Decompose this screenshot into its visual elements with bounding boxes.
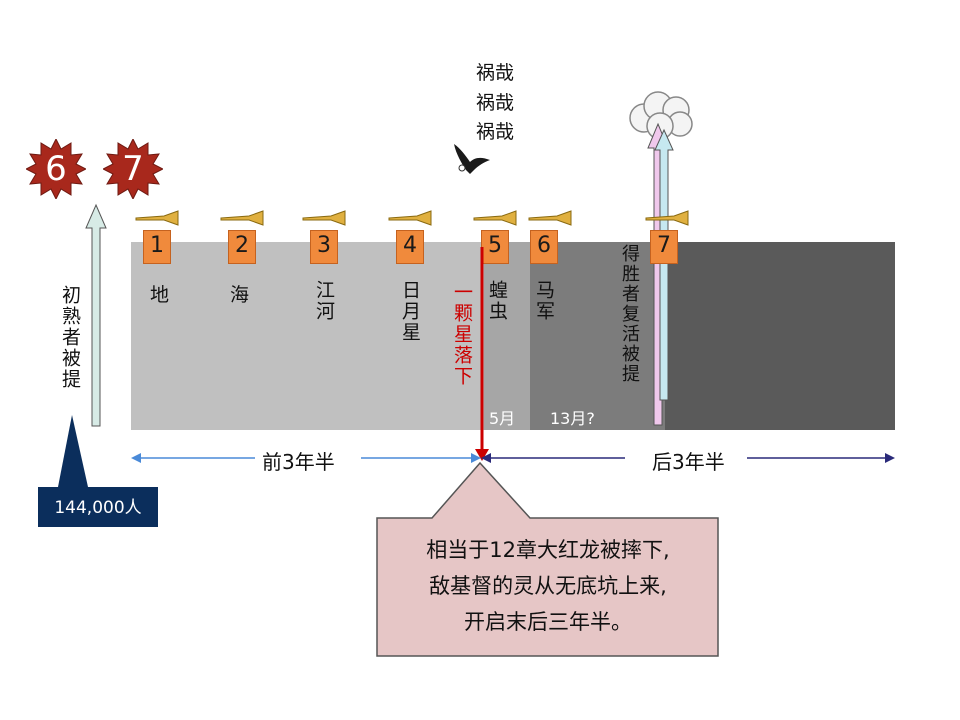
trumpet-icon-5 [473, 210, 517, 226]
band-seventh-trumpet [665, 242, 895, 430]
trumpet-icon-6 [528, 210, 572, 226]
woe-line-2: 祸哉 [476, 92, 515, 114]
sixth-duration: 13月? [550, 409, 595, 428]
trumpet-3-subject: 江河 [313, 280, 335, 322]
band-fifth-trumpet [484, 242, 530, 430]
woe-line-3: 祸哉 [476, 121, 515, 143]
trumpet-7-number: 7 [650, 230, 678, 264]
trumpet-5-subject: 蝗虫 [486, 280, 508, 322]
rapture-arrow-right [647, 122, 674, 426]
fifth-duration: 5月 [489, 409, 516, 428]
people-count-label: 144,000人 [54, 498, 142, 518]
woe-line-1: 祸哉 [476, 62, 515, 84]
trumpet-4-subject: 日月星 [399, 280, 421, 343]
callout-text: 相当于12章大红龙被摔下, 敌基督的灵从无底坑上来, 开启末后三年半。 [378, 532, 718, 640]
first-half-label: 前3年半 [262, 450, 335, 474]
trumpet-icon-2 [220, 210, 264, 226]
star-fall-label: 一颗星落下 [451, 282, 473, 387]
timeline-arrows [131, 453, 895, 463]
rapture-left-label: 初熟者被提 [59, 285, 81, 390]
trumpet-2-subject: 海 [230, 284, 250, 306]
star-fall-arrow [475, 247, 489, 461]
cloud-icon [629, 91, 693, 140]
band-before-fifth [131, 242, 484, 430]
trumpet-6-subject: 马军 [533, 280, 555, 322]
people-marker-shape [38, 415, 158, 527]
trumpet-icon-4 [388, 210, 432, 226]
callout-line-2: 敌基督的灵从无底坑上来, [429, 574, 667, 598]
callout-line-3: 开启末后三年半。 [464, 610, 632, 634]
trumpet-1-number: 1 [143, 230, 171, 264]
trumpet-4-number: 4 [396, 230, 424, 264]
second-half-label: 后3年半 [652, 450, 725, 474]
callout-line-1: 相当于12章大红龙被摔下, [426, 538, 670, 562]
rapture-right-label: 得胜者复活被提 [619, 244, 640, 384]
seal-6: 6 [24, 137, 88, 201]
rapture-arrow-left [85, 203, 107, 427]
callout-box [376, 462, 719, 657]
trumpet-icon-7 [645, 210, 689, 226]
trumpet-6-number: 6 [530, 230, 558, 264]
trumpet-3-number: 3 [310, 230, 338, 264]
band-sixth-trumpet [530, 242, 665, 430]
eagle-icon [454, 144, 490, 174]
seal-6-label: 6 [45, 149, 67, 189]
trumpet-2-number: 2 [228, 230, 256, 264]
seal-7: 7 [101, 137, 165, 201]
trumpet-icon-1 [135, 210, 179, 226]
trumpet-1-subject: 地 [150, 284, 170, 306]
trumpet-icon-3 [302, 210, 346, 226]
seal-7-label: 7 [122, 149, 144, 189]
